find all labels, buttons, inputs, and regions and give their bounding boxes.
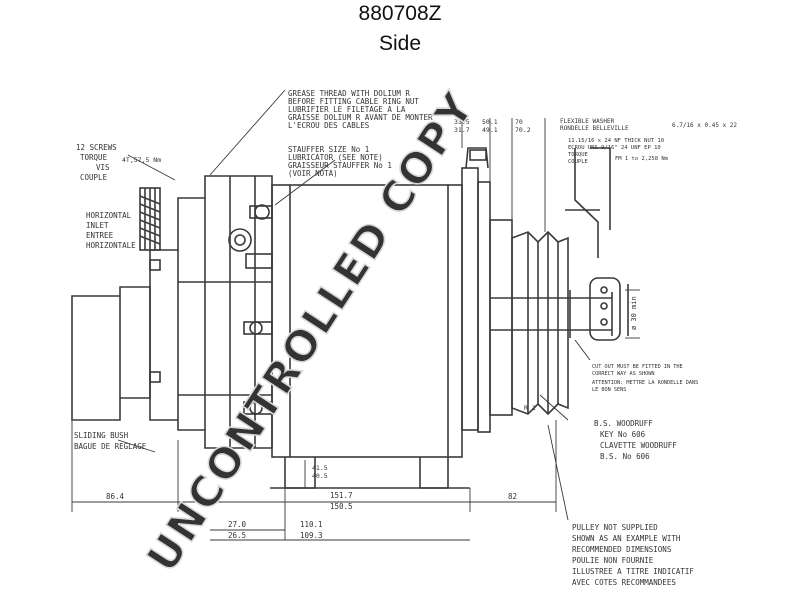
dim-49-1: 49.1 [482,126,498,134]
pulley-dim: ø 30 min [630,296,638,330]
dim-27-0: 27.0 [228,520,247,529]
nut-note-1: 11.15/16 x 24 NF THICK NUT 10 [568,138,664,144]
grease-note-3: LUBRIFIER LE FILETAGE A LA [288,105,406,114]
washer-note-3: 6.7/16 x 0.45 x 22 [672,122,737,129]
inlet-note-1: HORIZONTAL [86,211,132,220]
stauffer-note-1: STAUFFER SIZE No 1 [288,145,369,154]
cutout-note-4: LE BON SENS [592,387,626,393]
nut-detail [589,277,629,341]
nut-note-2: ECROU UNS 9/16" 24 UNF EP 10 [568,145,661,151]
nut-note-3: TORQUE [568,152,588,158]
sliding-note-1: SLIDING BUSH [74,431,129,440]
dim-70-2: 70.2 [515,126,531,134]
woodruff-note-1: B.S. WOODRUFF [594,419,653,428]
dim-70: 70 [515,118,523,126]
pulley-note-2: SHOWN AS AN EXAMPLE WITH [572,534,681,543]
grease-note-4: GRAISSE DOLIUM R AVANT DE MONTER [288,113,433,122]
shaft [490,290,613,338]
dim-26-5: 26.5 [228,531,246,540]
dim-150-5: 150.5 [330,502,353,511]
stauffer-note-3: GRAISSEUR STAUFFER No 1 [288,161,392,170]
washer-sketch [565,147,611,258]
dim-110-1: 110.1 [300,520,323,529]
dim-151-7: 151.7 [330,491,353,500]
part-number-title: 880708Z [358,2,442,25]
view-title: Side [378,32,422,55]
grease-note-5: L'ECROU DES CABLES [288,121,370,130]
dim-86-4: 86.4 [106,492,125,501]
radius-note: R 1 [524,404,536,412]
dim-82: 82 [508,492,517,501]
grease-note-1: GREASE THREAD WITH DOLIUM R [288,89,410,98]
dim-31-7: 31.7 [454,126,470,134]
cutout-note-1: CUT OUT MUST BE FITTED IN THE [592,364,683,370]
washer-note-1: FLEXIBLE WASHER [560,118,615,125]
cutout-note-2: CORRECT WAY AS SHOWN [592,371,654,377]
dim-109-3: 109.3 [300,531,323,540]
inlet-note-3: ENTREE [86,231,114,240]
dim-50-1: 50.1 [482,118,498,126]
dim-40-5: 40.5 [312,472,328,480]
dim-33-5: 33.5 [454,118,470,126]
pulley-note-6: AVEC COTES RECOMMANDEES [572,578,676,587]
nut-note-5: FM 1 to 2,258 Nm [615,156,669,162]
sliding-note-2: BAGUE DE REGLAGE [74,442,147,451]
pulley-note-1: PULLEY NOT SUPPLIED [572,523,658,532]
washer-note-2: RONDELLE BELLEVILLE [560,125,629,132]
nut-note-4: COUPLE [568,159,588,165]
inlet-note-4: HORIZONTALE [86,241,136,250]
screws-note-2: TORQUE [80,153,108,162]
screws-note-1: 12 SCREWS [76,143,117,152]
grease-note-2: BEFORE FITTING CABLE RING NUT [288,97,419,106]
front-housing [461,147,513,433]
torque-value: 4T,57,5 Nm [122,156,161,164]
stauffer-note-4: (VOIR NOTA) [288,169,338,178]
pulley [511,230,569,416]
screws-note-3: VIS [96,163,110,172]
woodruff-note-4: B.S. No 606 [600,452,650,461]
pulley-note-3: RECOMMENDED DIMENSIONS [572,545,672,554]
drawing-lines [71,89,640,541]
mounting-feet [270,457,470,489]
inlet-tube [71,286,151,421]
dim-41-5: 41.5 [312,464,328,472]
woodruff-note-3: CLAVETTE WOODRUFF [600,441,677,450]
cutout-note-3: ATTENTION: METTRE LA RONDELLE DANS [592,380,698,386]
screws-note-4: COUPLE [80,173,108,182]
inlet-boss [139,187,161,251]
woodruff-note-2: KEY No 606 [600,430,646,439]
pulley-note-5: ILLUSTREE A TITRE INDICATIF [572,567,694,576]
dimension-lines [71,89,640,541]
pulley-note-4: POULIE NON FOURNIE [572,556,654,565]
inlet-note-2: INLET [86,221,109,230]
stauffer-note-2: LUBRICATOR (SEE NOTE) [288,153,383,162]
